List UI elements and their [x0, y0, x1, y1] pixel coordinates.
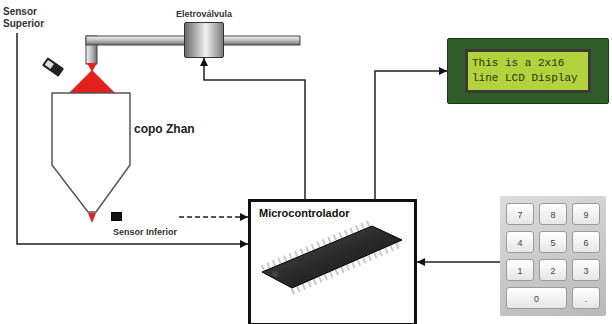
microcontroller-box: Microcontrolador [248, 199, 417, 324]
key-label: 6 [572, 231, 600, 253]
connector [375, 71, 447, 199]
valve-node: Eletroválvula [176, 8, 232, 58]
arrow-head [439, 67, 447, 75]
chip-notch [272, 271, 278, 277]
sensor-label: Sensor Superior [3, 6, 55, 30]
fluid-drop [88, 213, 96, 223]
sensor-node: Sensor Inferior [111, 212, 177, 237]
key-label: 3 [572, 259, 600, 281]
chip-body [262, 226, 402, 288]
connector [17, 33, 248, 244]
zahn-cup [52, 93, 130, 212]
key-label: 1 [506, 259, 534, 281]
cup-node: copo Zhan [134, 122, 195, 136]
key-label: 4 [506, 231, 534, 253]
valve-body [184, 22, 224, 58]
sensor-label: Sensor Inferior [113, 227, 177, 237]
connector [204, 58, 305, 199]
connector [179, 216, 248, 218]
key-label: 8 [539, 203, 567, 225]
sensor-node: Sensor Superior [3, 6, 55, 30]
valve-label: Eletroválvula [176, 8, 232, 20]
cup-label: copo Zhan [134, 122, 195, 136]
sensor-icon [111, 212, 122, 221]
upper-sensor-icon [42, 57, 64, 77]
arrow-head [417, 258, 425, 266]
key-label: 5 [539, 231, 567, 253]
box-title: Microcontrolador [251, 202, 414, 219]
connector [417, 261, 500, 263]
key-label: . [572, 287, 600, 309]
lcd-text: This is a 2x16 line LCD Display [472, 56, 584, 86]
keypad: 789 456 1230. [500, 196, 606, 316]
arrow-head [240, 240, 248, 248]
key-label: 0 [506, 287, 567, 309]
arrow-head [240, 213, 248, 221]
arrow-head [200, 58, 208, 66]
lcd-display: This is a 2x16 line LCD Display [447, 38, 609, 104]
fluid-cone [69, 70, 115, 93]
key-label: 7 [506, 203, 534, 225]
lcd-screen: This is a 2x16 line LCD Display [465, 49, 591, 93]
key-label: 9 [572, 203, 600, 225]
key-label: 2 [539, 259, 567, 281]
